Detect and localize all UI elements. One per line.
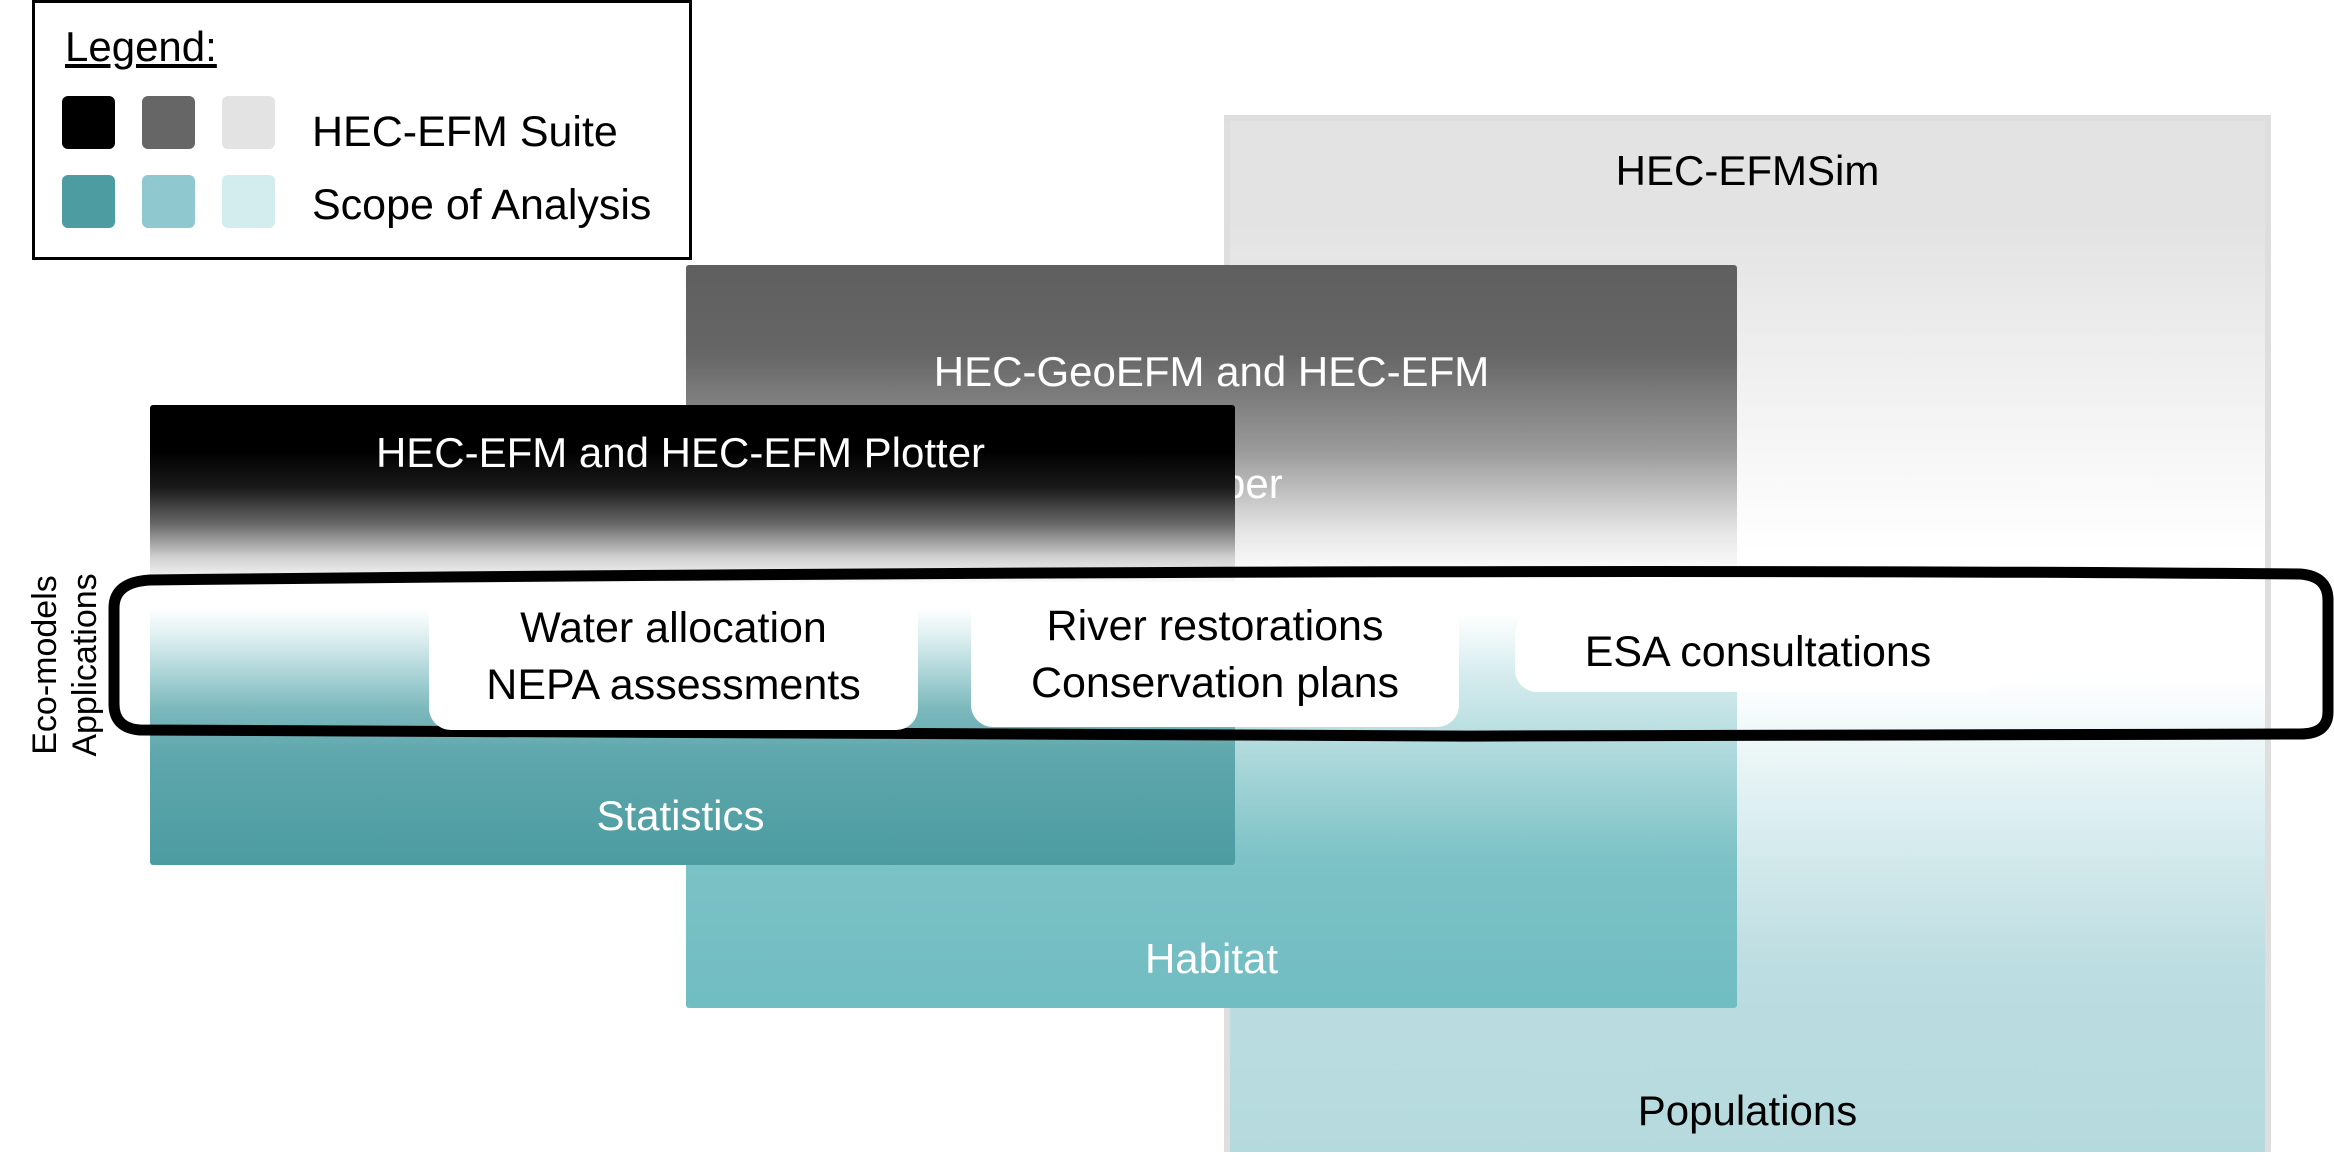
application-box-river-restorations: River restorations Conservation plans bbox=[971, 582, 1459, 727]
legend-swatch-suite-mid bbox=[142, 96, 195, 149]
legend-label-suite: HEC-EFM Suite bbox=[312, 108, 618, 156]
legend-swatch-suite-dark bbox=[62, 96, 115, 149]
legend-swatch-scope-light bbox=[222, 175, 275, 228]
populations-label: Populations bbox=[1637, 1087, 1858, 1134]
legend-swatch-scope-dark bbox=[62, 175, 115, 228]
habitat-label: Habitat bbox=[1144, 935, 1279, 982]
hec-efmsim-title: HEC-EFMSim bbox=[1615, 147, 1880, 194]
application-line: River restorations bbox=[1046, 601, 1384, 650]
application-line: Water allocation bbox=[520, 604, 827, 652]
hec-geoefm-title-line1: HEC-GeoEFM and HEC-EFM bbox=[933, 348, 1490, 395]
application-box-esa-consultations: ESA consultations bbox=[1515, 612, 2001, 692]
hec-efm-title: HEC-EFM and HEC-EFM Plotter bbox=[375, 429, 986, 476]
side-label: Eco-models Applications bbox=[20, 565, 110, 765]
side-label-line2: Applications bbox=[66, 573, 104, 757]
legend: Legend: HEC-EFM Suite Scope of Analysis bbox=[32, 0, 692, 260]
legend-swatch-scope-mid bbox=[142, 175, 195, 228]
statistics-label: Statistics bbox=[596, 792, 765, 839]
legend-label-scope: Scope of Analysis bbox=[312, 181, 652, 229]
legend-swatch-suite-light bbox=[222, 96, 275, 149]
application-line: NEPA assessments bbox=[486, 661, 861, 709]
legend-title: Legend: bbox=[65, 23, 217, 70]
application-line: ESA consultations bbox=[1584, 627, 1932, 676]
application-line: Conservation plans bbox=[1030, 658, 1400, 707]
side-label-line1: Eco-models bbox=[26, 575, 64, 755]
application-box-water-allocation: Water allocation NEPA assessments bbox=[429, 584, 918, 730]
side-label-text: Eco-models Applications bbox=[25, 573, 105, 756]
